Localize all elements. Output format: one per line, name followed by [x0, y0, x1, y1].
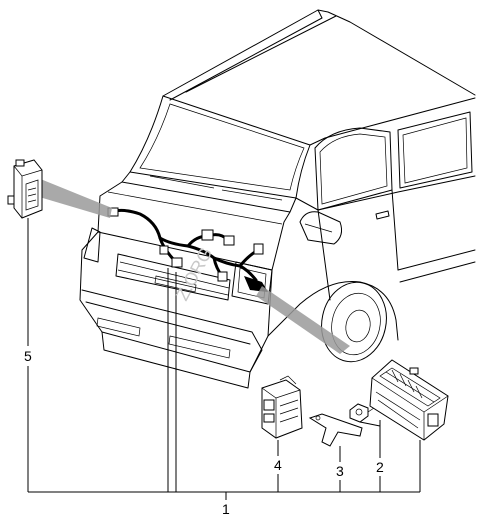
- callout-3: 3: [336, 463, 344, 479]
- connector: [159, 245, 169, 255]
- callout-2: 2: [376, 459, 384, 475]
- connector: [253, 243, 264, 255]
- van-illustration: [79, 9, 476, 389]
- locator-band-right: [256, 286, 350, 354]
- callout-4: 4: [274, 457, 282, 473]
- part-3-bracket: [308, 413, 363, 447]
- watermark-text: Z.ORG: [172, 244, 216, 304]
- part-1-junction-box: [369, 359, 449, 441]
- locator-band-left: [36, 178, 112, 218]
- part-5-control-module: [7, 159, 43, 219]
- callout-5: 5: [24, 348, 32, 364]
- connector: [171, 257, 183, 268]
- connector: [223, 235, 235, 246]
- part-4-electronic-control-unit: [261, 375, 303, 439]
- connector: [201, 229, 214, 241]
- part-2-nut: [349, 403, 381, 423]
- connector: [217, 271, 228, 282]
- callout-1: 1: [222, 501, 230, 517]
- leader-lines: [27, 218, 421, 500]
